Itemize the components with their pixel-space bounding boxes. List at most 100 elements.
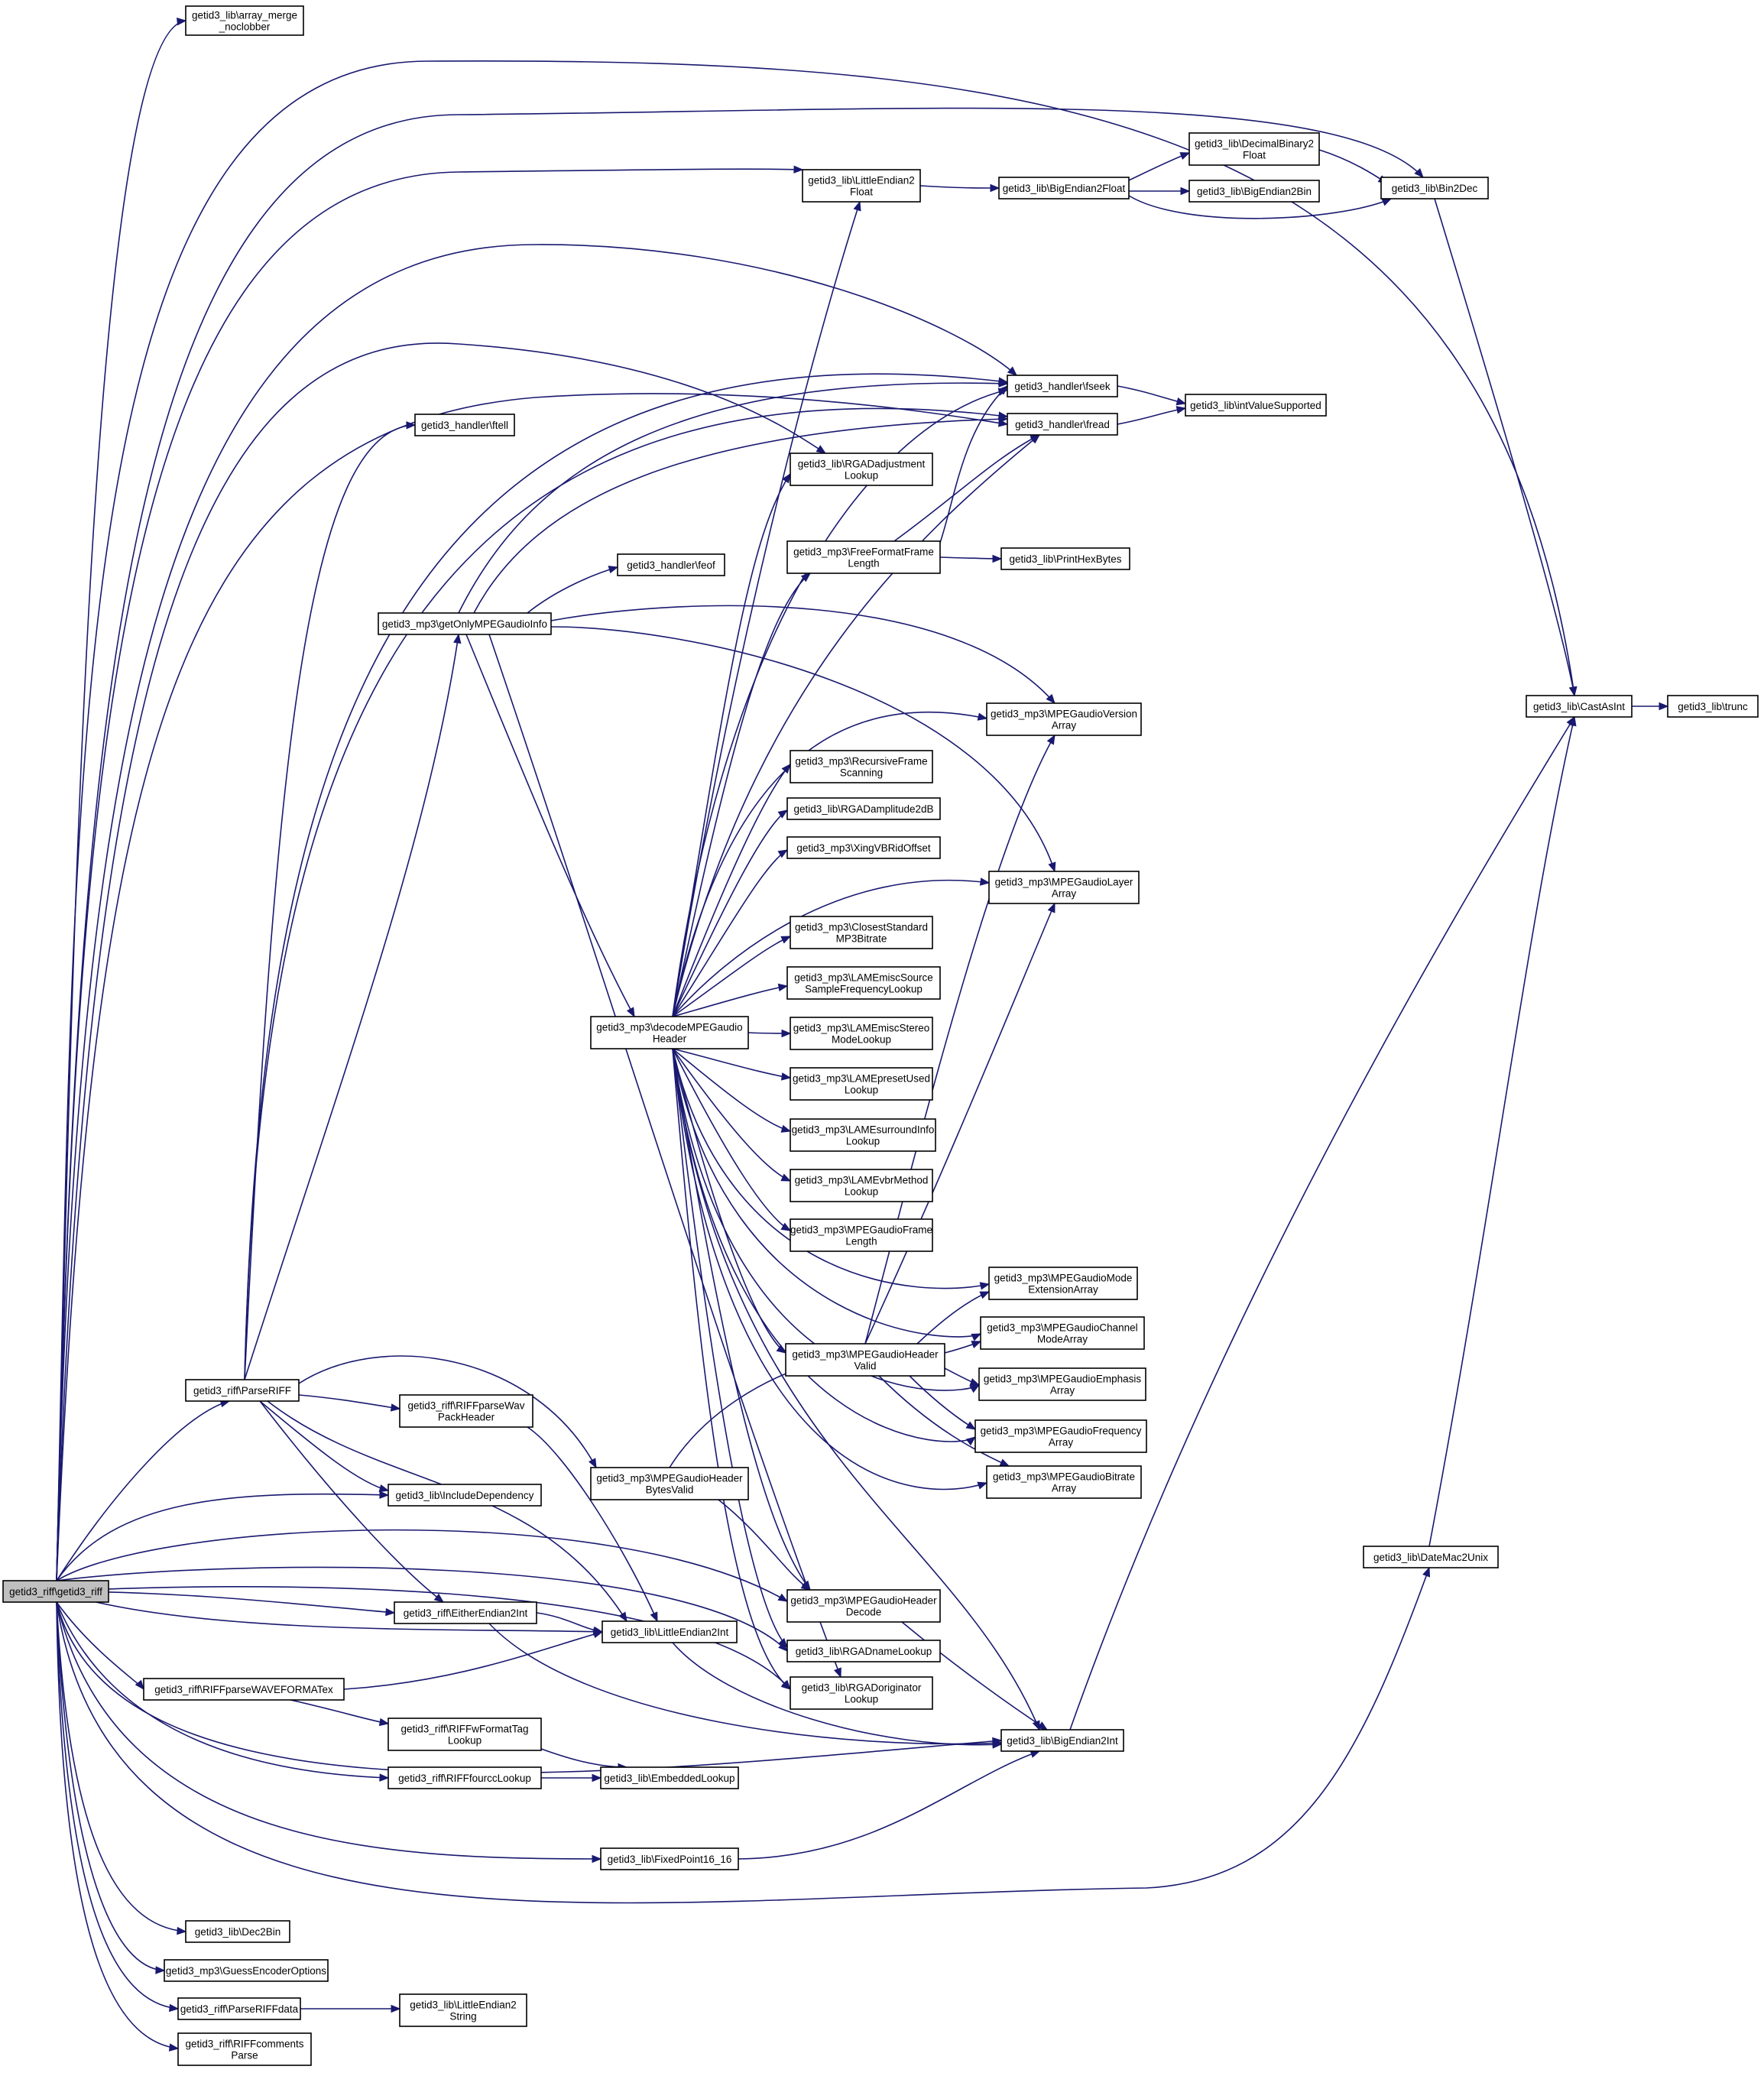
arrowhead — [780, 936, 792, 944]
node-ftell[interactable]: getid3_handler\ftell — [414, 414, 515, 436]
node-label: Header — [653, 1033, 687, 1045]
edge-root-to-rgadadj — [56, 342, 827, 1581]
node-label: getid3_riff\EitherEndian2Int — [404, 1607, 528, 1619]
edge-parseriffdata-to-le2string — [300, 2004, 401, 2013]
node-layer: getid3_riff\getid3_riff getid3_lib\array_… — [2, 5, 1759, 2066]
arrowhead — [1180, 187, 1191, 196]
node-label: Lookup — [846, 1136, 880, 1147]
node-parseriffdata[interactable]: getid3_riff\ParseRIFFdata — [177, 1997, 301, 2020]
node-be2float[interactable]: getid3_lib\BigEndian2Float — [998, 177, 1130, 199]
node-label: getid3_lib\RGADadjustment — [798, 459, 926, 470]
node-trunc[interactable]: getid3_lib\trunc — [1667, 695, 1759, 718]
node-label: getid3_lib\intValueSupported — [1190, 400, 1321, 411]
arrowhead — [1414, 168, 1424, 178]
arrowhead — [608, 566, 619, 574]
node-printhex[interactable]: getid3_lib\PrintHexBytes — [1000, 547, 1130, 570]
node-guessenc[interactable]: getid3_mp3\GuessEncoderOptions — [164, 1959, 329, 1982]
edge-decodeheader-to-headerdecode — [672, 1048, 811, 1591]
node-castasint[interactable]: getid3_lib\CastAsInt — [1526, 695, 1633, 718]
arrowhead — [999, 1458, 1010, 1467]
node-label: getid3_mp3\LAMEpresetUsed — [793, 1073, 930, 1085]
node-le2int[interactable]: getid3_lib\LittleEndian2Int — [602, 1620, 738, 1643]
node-fread[interactable]: getid3_handler\fread — [1007, 413, 1118, 436]
node-root[interactable]: getid3_riff\getid3_riff — [2, 1580, 109, 1603]
node-fixedpoint[interactable]: getid3_lib\FixedPoint16_16 — [600, 1847, 739, 1870]
node-lamesrc[interactable]: getid3_mp3\LAMEmiscSourceSampleFrequency… — [786, 966, 941, 1000]
node-parseriff[interactable]: getid3_riff\ParseRIFF — [185, 1379, 300, 1402]
node-label: getid3_mp3\MPEGaudioFrame — [790, 1225, 932, 1236]
arrowhead — [592, 1626, 604, 1635]
edge-parseriff-to-ftell — [244, 421, 417, 1380]
edge-root-to-includedep — [56, 1491, 390, 1581]
node-rgadname[interactable]: getid3_lib\RGADnameLookup — [786, 1640, 941, 1662]
node-bin2dec[interactable]: getid3_lib\Bin2Dec — [1380, 177, 1489, 199]
edge-be2float-to-be2bin — [1128, 187, 1191, 196]
edge-root-to-dec2bin — [56, 1601, 187, 1935]
node-fseek[interactable]: getid3_handler\fseek — [1007, 375, 1118, 397]
node-eitherendian[interactable]: getid3_riff\EitherEndian2Int — [394, 1601, 537, 1624]
node-be2int[interactable]: getid3_lib\BigEndian2Int — [1000, 1729, 1124, 1752]
node-label: getid3_riff\RIFFcomments — [185, 2039, 303, 2050]
node-waveformatex[interactable]: getid3_riff\RIFFparseWAVEFORMATex — [143, 1678, 345, 1701]
arrowhead — [998, 415, 1009, 423]
node-box — [1363, 1546, 1499, 1568]
node-be2bin[interactable]: getid3_lib\BigEndian2Bin — [1188, 180, 1320, 203]
edge-headervalid-to-frequency — [909, 1375, 977, 1430]
edge-getonly-to-layerarr — [550, 626, 1056, 873]
node-label: SampleFrequencyLookup — [805, 984, 923, 995]
node-intvalsupp[interactable]: getid3_lib\intValueSupported — [1185, 394, 1327, 417]
edge-headerdecode-to-be2int — [901, 1621, 1049, 1731]
edge-getonly-to-versionarr — [550, 605, 1055, 705]
edge-headervalid-to-layerarr — [864, 902, 1055, 1345]
node-box — [143, 1678, 345, 1701]
arrowhead — [778, 1637, 788, 1648]
node-label: getid3_lib\RGADoriginator — [802, 1682, 922, 1694]
node-fourcc[interactable]: getid3_riff\RIFFfourccLookup — [387, 1766, 542, 1789]
node-includedep[interactable]: getid3_lib\IncludeDependency — [387, 1484, 542, 1507]
edge-parseriff-to-getonly — [244, 633, 462, 1380]
node-label: getid3_lib\CastAsInt — [1533, 701, 1625, 712]
node-label: getid3_lib\RGADnameLookup — [796, 1646, 932, 1657]
node-label: Decode — [846, 1607, 882, 1618]
node-rgadamp[interactable]: getid3_lib\RGADamplitude2dB — [786, 797, 941, 820]
node-label: Lookup — [448, 1735, 482, 1747]
node-dec2bin[interactable]: getid3_lib\Dec2Bin — [185, 1920, 290, 1943]
node-array_merge[interactable]: getid3_lib\array_merge_noclobber — [185, 5, 304, 36]
node-embedded[interactable]: getid3_lib\EmbeddedLookup — [600, 1766, 739, 1789]
node-datemac[interactable]: getid3_lib\DateMac2Unix — [1363, 1546, 1499, 1568]
arrowhead — [1659, 702, 1669, 711]
node-xing[interactable]: getid3_mp3\XingVBRidOffset — [786, 836, 941, 859]
node-feof[interactable]: getid3_handler\feof — [617, 553, 725, 576]
node-label: getid3_lib\RGADamplitude2dB — [793, 803, 933, 815]
edge-root-to-headerdecode — [56, 1529, 789, 1602]
node-getonly[interactable]: getid3_mp3\getOnlyMPEGaudioInfo — [378, 612, 552, 635]
